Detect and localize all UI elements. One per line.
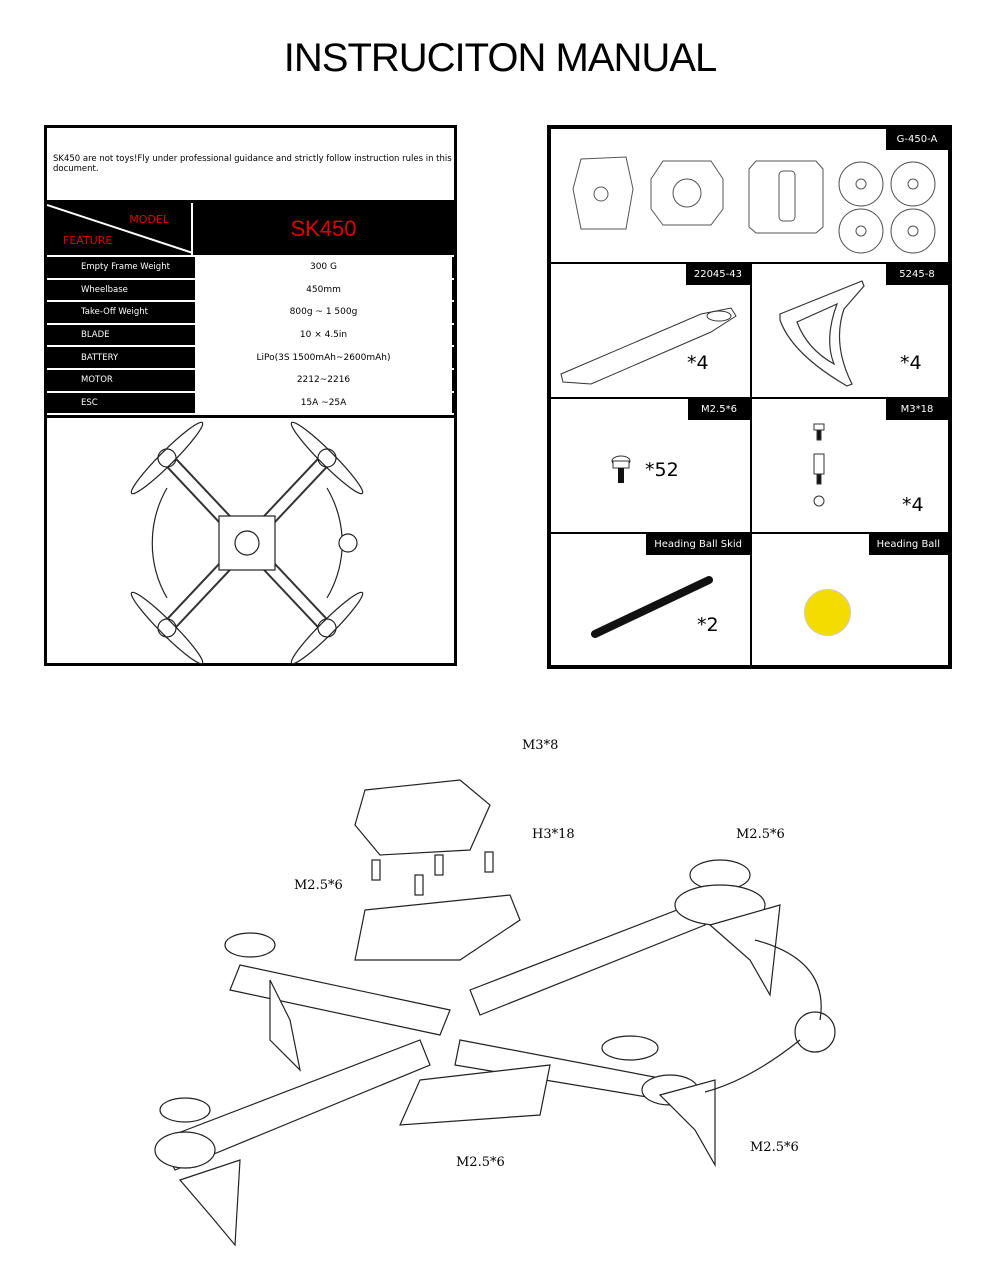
part-qty: *4 (687, 352, 709, 374)
spec-panel: SK450 are not toys!Fly under professiona… (44, 125, 457, 666)
part-code: 5245-8 (886, 264, 948, 285)
parts-panel: G-450-A 22045-43 *4 5245-8 *4 M2.5*6 *52… (547, 125, 952, 669)
exploded-assembly-diagram: M3*8 H3*18 M2.5*6 M2.5*6 M2.5*6 M2.5*6 (130, 720, 890, 1260)
part-code: M3*18 (886, 399, 948, 420)
label-m25x6: M2.5*6 (456, 1155, 505, 1170)
part-arm: 22045-43 *4 (550, 263, 751, 398)
spec-value: LiPo(3S 1500mAh~2600mAh) (193, 347, 452, 368)
spec-row: Take-Off Weight 800g ~ 1 500g (47, 300, 454, 323)
part-code: Heading Ball (868, 534, 948, 555)
part-qty: *4 (902, 494, 924, 516)
label-m25x6: M2.5*6 (736, 827, 785, 842)
spec-row: Empty Frame Weight 300 G (47, 255, 454, 278)
spec-header: MODEL FEATURE SK450 (47, 203, 454, 255)
model-label: MODEL (129, 213, 169, 226)
part-code: G-450-A (886, 129, 948, 150)
part-code: M2.5*6 (688, 399, 750, 420)
rod-icon (591, 576, 713, 638)
heading-ball-icon (804, 589, 851, 636)
spec-feature: BLADE (81, 330, 110, 341)
part-heading-ball: Heading Ball (751, 533, 949, 666)
label-m25x6: M2.5*6 (294, 878, 343, 893)
spec-row: MOTOR 2212~2216 (47, 367, 454, 391)
spec-feature: BATTERY (81, 352, 119, 363)
spec-feature: MOTOR (81, 375, 113, 386)
assembly-drawing (154, 779, 836, 1247)
spec-value: 800g ~ 1 500g (193, 302, 452, 323)
drone-top-view (47, 415, 454, 665)
spec-row: BLADE 10 × 4.5in (47, 322, 454, 346)
label-h3x18: H3*18 (532, 827, 575, 842)
page-title: INSTRUCITON MANUAL (283, 36, 717, 80)
spec-value: 300 G (193, 257, 452, 278)
spec-feature: Empty Frame Weight (81, 262, 170, 273)
spec-row: BATTERY LiPo(3S 1500mAh~2600mAh) (47, 345, 454, 368)
landing-gear-drawing (779, 280, 865, 387)
part-heading-ball-skid: Heading Ball Skid *2 (550, 533, 751, 666)
part-landing-gear: 5245-8 *4 (751, 263, 949, 398)
spec-row: ESC 15A ~25A (47, 390, 454, 414)
label-m3x8: M3*8 (522, 738, 559, 753)
diagonal-divider (47, 204, 193, 254)
spec-feature: Wheelbase (81, 284, 128, 295)
part-qty: *4 (900, 352, 922, 374)
spec-row: Wheelbase 450mm (47, 277, 454, 301)
part-code: Heading Ball Skid (646, 534, 750, 555)
spec-value: 15A ~25A (193, 392, 452, 414)
warning-text: SK450 are not toys!Fly under professiona… (47, 128, 454, 203)
spec-feature: Take-Off Weight (81, 307, 149, 318)
feature-label: FEATURE (63, 234, 113, 247)
part-screw: M2.5*6 *52 (550, 398, 751, 533)
plates-drawing (572, 156, 936, 254)
standoff-icon (813, 423, 825, 507)
spec-feature: ESC (81, 397, 98, 408)
spec-value: 450mm (193, 279, 452, 301)
part-qty: *2 (697, 614, 719, 636)
screw-icon (611, 455, 631, 483)
part-code: 22045-43 (685, 264, 750, 285)
part-qty: *52 (645, 459, 679, 481)
spec-value: 10 × 4.5in (193, 324, 452, 346)
arm-drawing (560, 307, 737, 385)
label-m25x6: M2.5*6 (750, 1140, 799, 1155)
part-frame-plates: G-450-A (550, 128, 949, 263)
part-standoff: M3*18 *4 (751, 398, 949, 533)
spec-value: 2212~2216 (193, 369, 452, 391)
model-name: SK450 (290, 216, 357, 241)
